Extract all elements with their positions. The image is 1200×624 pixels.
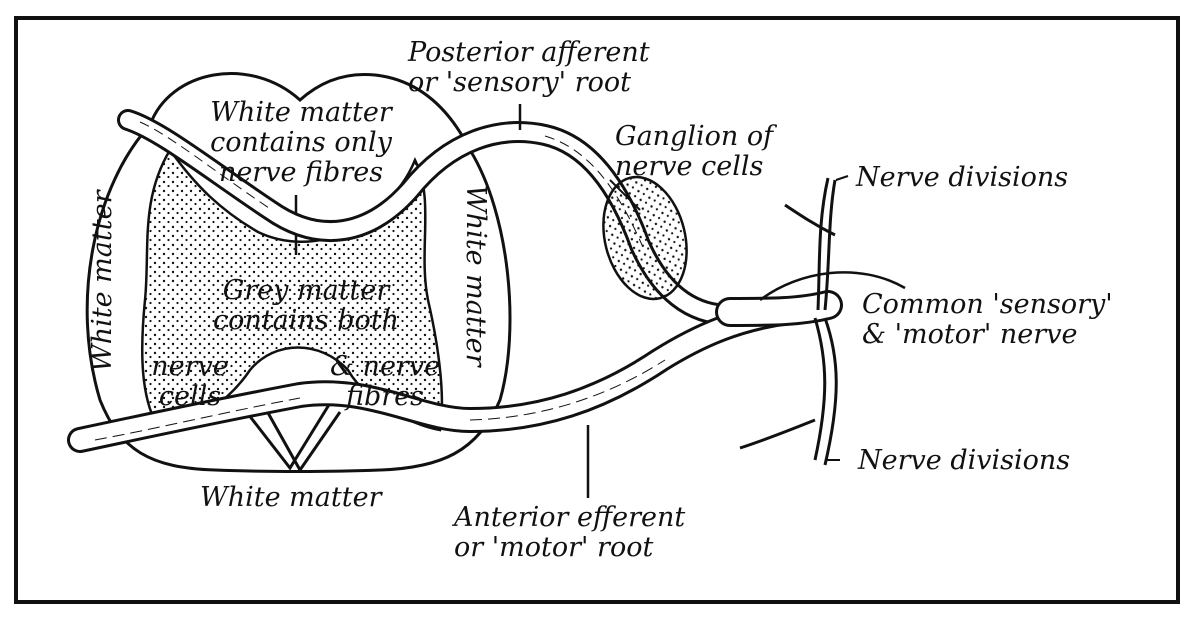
- common-nerve-label: Common 'sensory' & 'motor' nerve: [862, 290, 1113, 350]
- nerve-fibres-label: & nerve fibres: [325, 352, 445, 412]
- nerve-fibres-line-2: fibres: [345, 381, 425, 412]
- anterior-root-line-2: or 'motor' root: [454, 532, 654, 563]
- nerve-divisions-bottom-label: Nerve divisions: [858, 445, 1071, 476]
- ganglion: [602, 175, 688, 301]
- white-matter-left-label: White matter: [87, 190, 118, 372]
- posterior-root-line-1: Posterior afferent: [408, 37, 650, 68]
- nerve-cells-label: nerve cells: [140, 352, 240, 412]
- ganglion-line-1: Ganglion of: [615, 121, 774, 152]
- nerve-cells-line-2: cells: [158, 381, 222, 412]
- nerve-fibres-line-1: & nerve: [329, 351, 441, 382]
- anterior-root-label: Anterior efferent or 'motor' root: [454, 503, 685, 563]
- grey-matter-line-2: contains both: [213, 305, 399, 336]
- ganglion-leader: [609, 179, 641, 211]
- posterior-root-label: Posterior afferent or 'sensory' root: [408, 38, 650, 98]
- white-matter-bottom-label: White matter: [200, 482, 382, 513]
- upper-nerve-division: [784, 179, 837, 311]
- white-matter-top-line-2: contains only: [210, 127, 392, 158]
- division-top-leader: [835, 175, 849, 181]
- white-matter-top-line-1: White matter: [210, 97, 392, 128]
- ganglion-line-2: nerve cells: [615, 151, 764, 182]
- common-nerve-line-2: & 'motor' nerve: [862, 319, 1078, 350]
- nerve-divisions-top-label: Nerve divisions: [856, 162, 1069, 193]
- lower-nerve-division: [739, 317, 838, 466]
- posterior-root-line-2: or 'sensory' root: [408, 67, 631, 98]
- anterior-root-line-1: Anterior efferent: [454, 502, 686, 533]
- nerve-cells-line-1: nerve: [151, 351, 229, 382]
- common-nerve-line-1: Common 'sensory': [862, 289, 1113, 320]
- grey-matter-label: Grey matter contains both: [196, 276, 416, 336]
- white-matter-right-label: White matter: [460, 185, 491, 367]
- anterior-crossing-fibres: [243, 394, 342, 473]
- white-matter-top-label: White matter contains only nerve fibres: [196, 98, 406, 188]
- white-matter-top-line-3: nerve fibres: [218, 157, 384, 188]
- ganglion-label: Ganglion of nerve cells: [615, 122, 773, 182]
- grey-matter-line-1: Grey matter: [222, 275, 390, 306]
- common-nerve-leader: [759, 271, 906, 302]
